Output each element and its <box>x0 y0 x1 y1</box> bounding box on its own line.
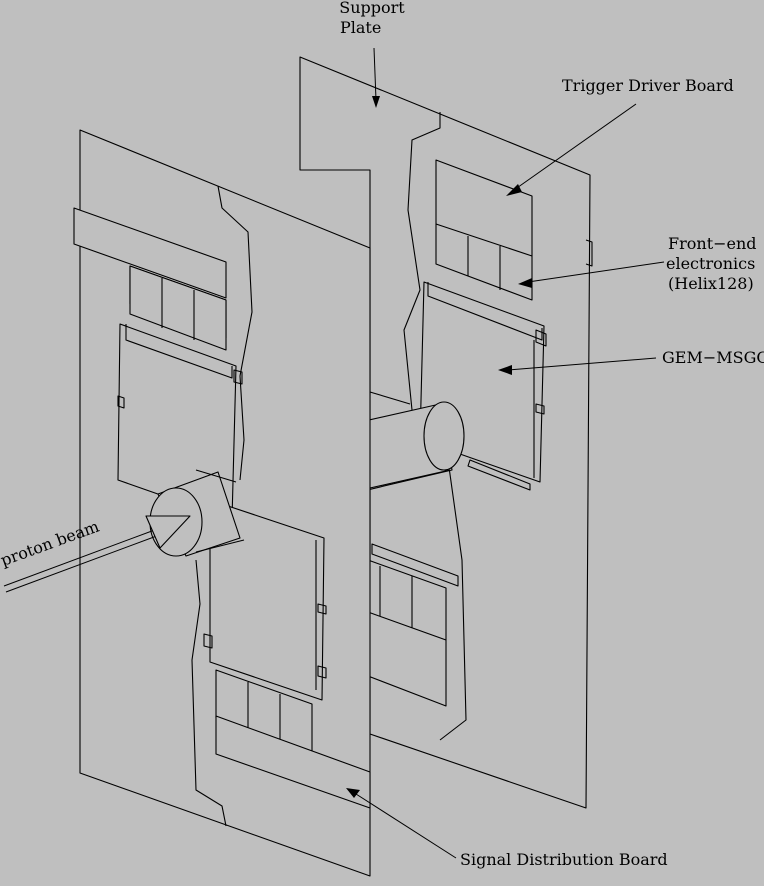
front-end-electronics-label: Front−end electronics (Helix128) <box>666 234 757 294</box>
front-signal-distribution-board <box>215 669 371 809</box>
front-end-label-line3: (Helix128) <box>668 274 754 293</box>
gem-msgc-label: GEM−MSGC <box>662 348 764 367</box>
support-plate-label-line2: Plate <box>340 18 382 37</box>
trigger-driver-board-label: Trigger Driver Board <box>562 76 734 95</box>
callout-trigger-driver-board <box>506 103 637 196</box>
front-end-label-line1: Front−end <box>668 234 757 253</box>
support-plate-label: Support Plate <box>332 0 412 38</box>
support-plate-label-line1: Support <box>339 0 405 17</box>
callout-front-end-electronics <box>518 261 665 288</box>
signal-distribution-board-label: Signal Distribution Board <box>460 850 668 869</box>
front-trigger-driver-board <box>73 207 227 351</box>
back-lower-electronics <box>367 543 459 707</box>
front-end-label-line2: electronics <box>666 254 756 273</box>
front-gem-msgc-lower <box>203 499 327 701</box>
callout-signal-distribution-board <box>346 788 457 859</box>
proton-beam-arrow <box>3 515 191 593</box>
callout-gem-msgc <box>498 357 657 375</box>
callout-support-plate <box>372 47 380 108</box>
